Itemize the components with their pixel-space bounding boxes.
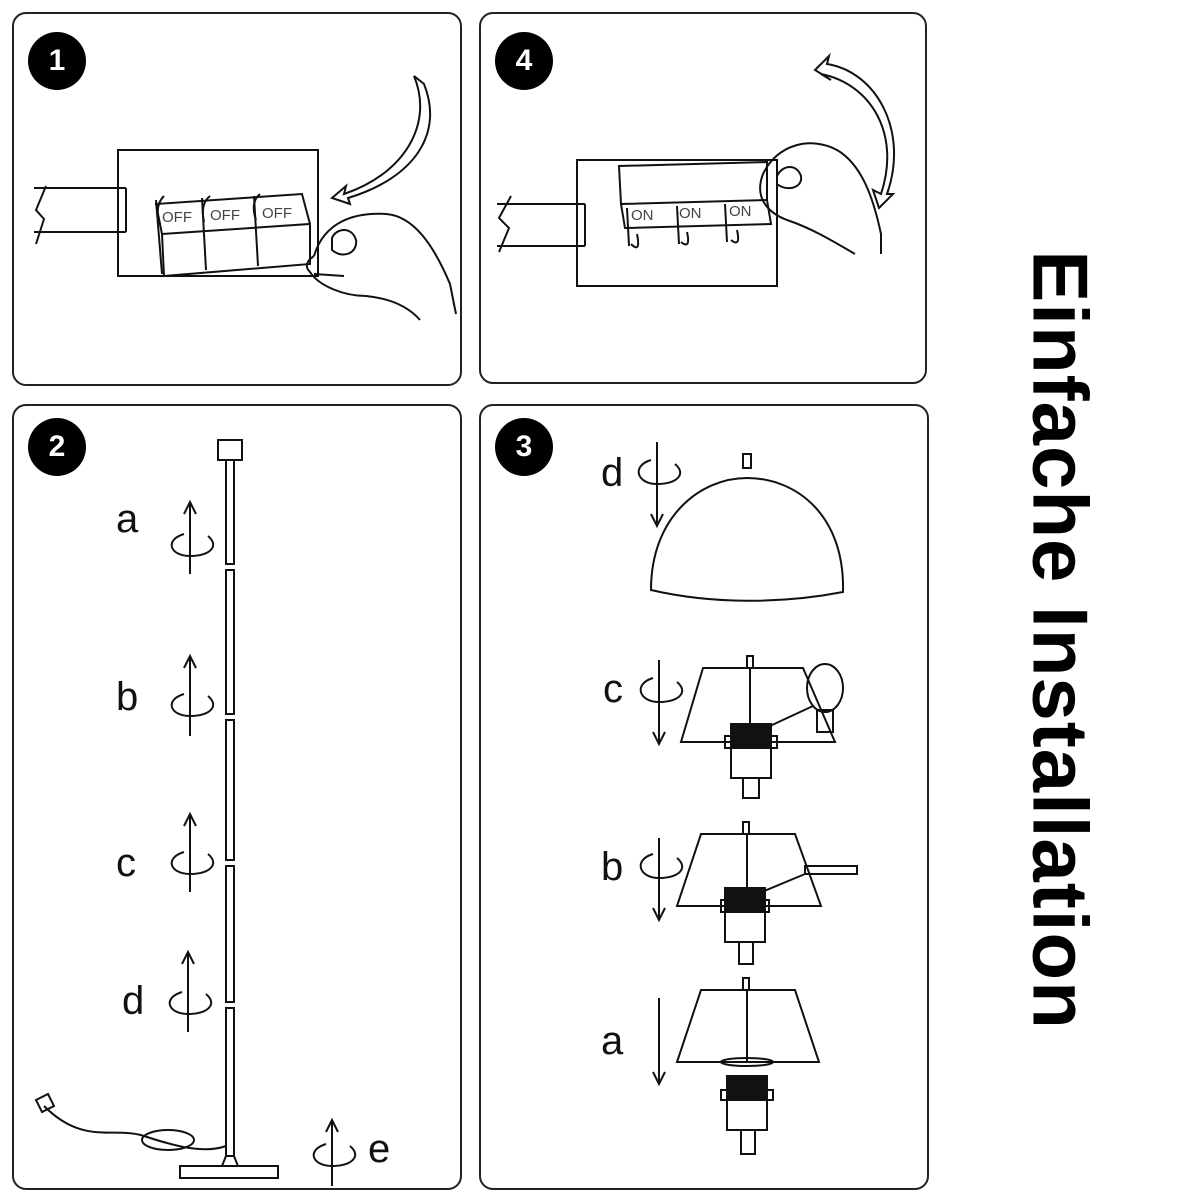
rotate-arrow-icon (639, 838, 684, 923)
breaker-plate (576, 159, 778, 287)
pole-segment-e (225, 1007, 235, 1157)
pole-segment-a (225, 459, 235, 565)
rotate-arrow-icon (312, 1117, 357, 1186)
foot-switch-icon (141, 1129, 195, 1151)
rotate-arrow-icon (639, 660, 684, 747)
part-label: b (601, 845, 623, 889)
switch-label: ON (631, 207, 654, 224)
rotate-arrow-icon (813, 52, 896, 210)
step-number-badge: 2 (28, 418, 86, 476)
switch-bar (617, 160, 768, 206)
lamp-socket (726, 1075, 768, 1099)
lower-shade (675, 833, 823, 907)
panel-step-1: 1 OFF OFF OFF (12, 12, 462, 386)
panel-step-3: 3 (479, 404, 929, 1190)
part-label: d (122, 979, 144, 1023)
lower-shade (675, 989, 821, 1063)
pole-segment-d (225, 865, 235, 1003)
part-label: a (116, 497, 139, 541)
down-arrow-icon (652, 998, 666, 1087)
rotate-arrow-icon (170, 653, 215, 736)
part-label: c (603, 667, 623, 711)
part-label: e (368, 1127, 390, 1171)
switch-label-group: OFF OFF OFF (162, 205, 292, 226)
switch-bar (160, 222, 311, 278)
rotate-arrow-icon (168, 949, 213, 1032)
part-label: b (116, 675, 138, 719)
rotate-arrow-icon (170, 811, 215, 892)
lower-shade (679, 667, 837, 743)
pole-segment-c (225, 719, 235, 861)
shade-assembly-illustration: d c b a (601, 442, 858, 1155)
step-number-badge: 4 (495, 32, 553, 90)
part-label: c (116, 841, 136, 885)
page-title: Einfache Installation (1016, 250, 1105, 1030)
ring-icon (804, 865, 858, 875)
panel-step-4: 4 ON ON ON (479, 12, 927, 384)
breaker-plate (117, 149, 319, 277)
pole-segment-b (225, 569, 235, 715)
rotate-arrow-icon (637, 442, 682, 529)
switch-on-illustration: ON ON ON (497, 52, 896, 287)
step-number-badge: 1 (28, 32, 86, 90)
pole-assembly-illustration: a b c d e (34, 439, 390, 1186)
rotate-arrow-icon (330, 75, 432, 206)
hand-icon (759, 142, 882, 255)
switch-label: OFF (162, 209, 192, 226)
switch-label: OFF (210, 207, 240, 224)
switch-label: ON (729, 203, 752, 220)
rotate-arrow-icon (170, 499, 215, 574)
pole-top-socket (217, 439, 243, 461)
switch-label: ON (679, 205, 702, 222)
plug-icon (34, 1092, 56, 1114)
switch-label: OFF (262, 205, 292, 222)
switch-off-illustration: OFF OFF OFF (34, 75, 457, 321)
panel-step-2: 2 (12, 404, 462, 1190)
hand-icon (305, 212, 457, 321)
dome-shade (649, 476, 845, 602)
bulb-icon (806, 663, 844, 733)
step-number-badge: 3 (495, 418, 553, 476)
switch-label-group: ON ON ON (631, 203, 752, 224)
power-cord (43, 1105, 227, 1151)
lamp-base (179, 1165, 279, 1179)
dome-finial (742, 453, 752, 469)
part-label: d (601, 451, 623, 495)
part-label: a (601, 1019, 624, 1063)
